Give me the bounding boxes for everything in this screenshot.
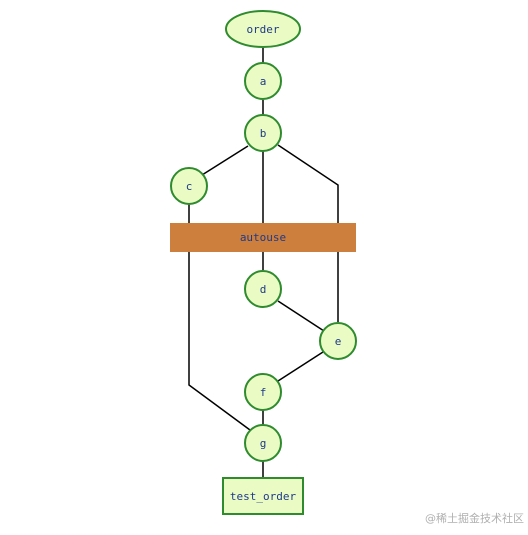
edge-e-f [277,351,324,382]
node-b [244,114,282,152]
node-test_order-label: test_order [230,490,297,503]
node-f-label: f [260,386,267,399]
edge-b-e [277,144,339,322]
edges [188,48,339,478]
node-d [244,270,282,308]
node-c [170,167,208,205]
edge-d-e [277,300,325,332]
node-e-label: e [335,335,342,348]
edge-b-c [201,145,249,176]
node-g-label: g [260,437,267,450]
watermark: @稀土掘金技术社区 [425,512,524,525]
autouse-bar [170,223,356,252]
node-a-label: a [260,75,267,88]
autouse-label: autouse [240,231,286,244]
node-f [244,373,282,411]
node-a [244,62,282,100]
node-e [319,322,357,360]
node-order [225,10,301,48]
node-b-label: b [260,127,267,140]
node-test_order [222,477,304,515]
node-d-label: d [260,283,267,296]
node-g [244,424,282,462]
node-order-label: order [246,23,279,36]
node-c-label: c [186,180,193,193]
edge-c-g [188,204,251,431]
